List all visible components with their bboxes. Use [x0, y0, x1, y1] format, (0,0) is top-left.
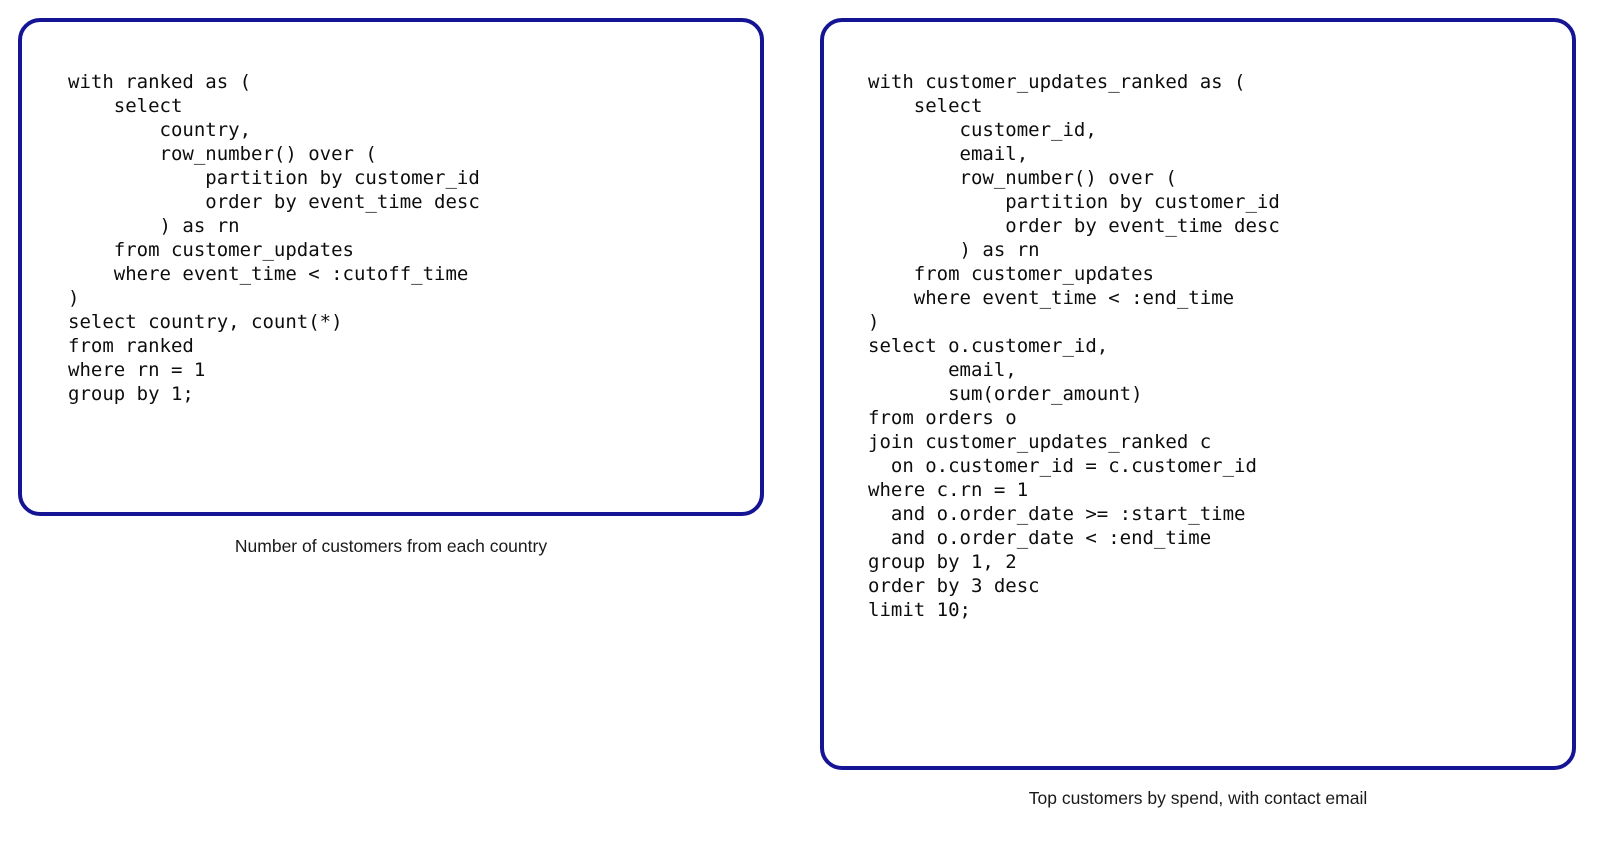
- sql-code-right[interactable]: with customer_updates_ranked as ( select…: [868, 71, 1280, 621]
- sql-code-left[interactable]: with ranked as ( select country, row_num…: [68, 71, 480, 405]
- sql-code-card-left[interactable]: with ranked as ( select country, row_num…: [18, 18, 764, 516]
- sql-code-card-right[interactable]: with customer_updates_ranked as ( select…: [820, 18, 1576, 770]
- query-panel-right: with customer_updates_ranked as ( select…: [820, 18, 1576, 809]
- caption-right: Top customers by spend, with contact ema…: [1028, 788, 1368, 808]
- query-panel-left: with ranked as ( select country, row_num…: [18, 18, 764, 557]
- caption-left: Number of customers from each country: [234, 536, 548, 556]
